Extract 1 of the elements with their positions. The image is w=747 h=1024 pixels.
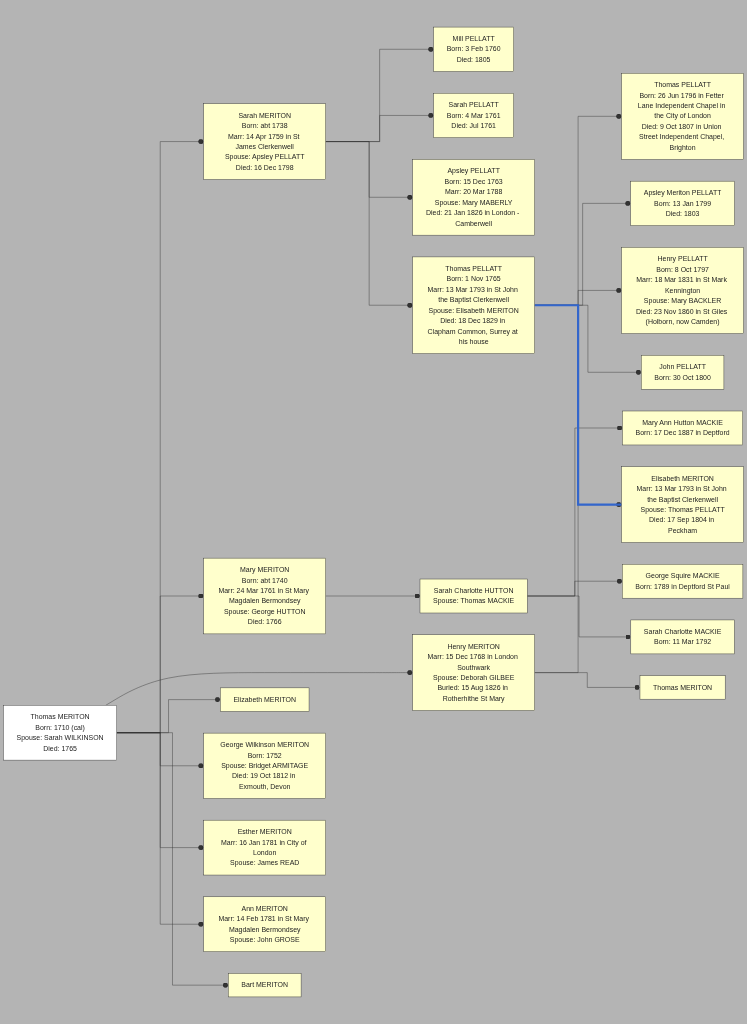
connector: [534, 304, 622, 506]
